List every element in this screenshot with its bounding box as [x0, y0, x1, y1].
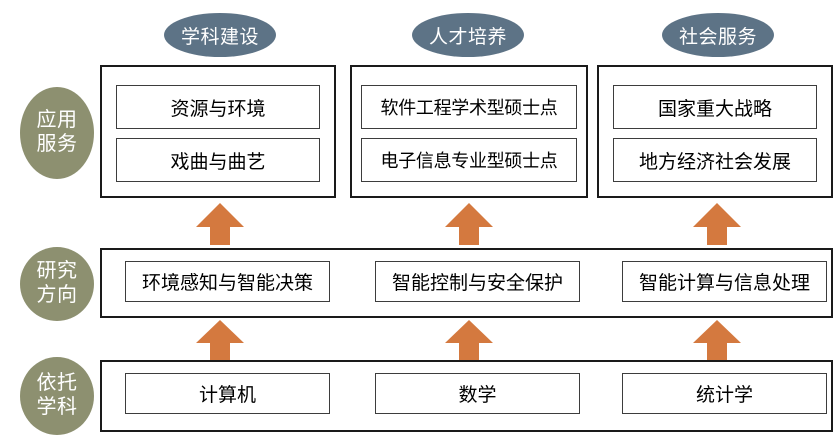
application-service-group-3: 国家重大战略 地方经济社会发展	[597, 65, 833, 198]
item-label: 统计学	[695, 385, 753, 406]
item-label: 智能控制与安全保护	[391, 273, 563, 294]
arrow-up-icon-1	[196, 203, 244, 245]
mission-ellipse-social-service[interactable]: 社会服务	[662, 13, 774, 57]
item-label: 国家重大战略	[657, 98, 772, 120]
research-direction-group: 环境感知与智能决策 智能控制与安全保护 智能计算与信息处理	[100, 248, 833, 318]
research-direction-item[interactable]: 智能计算与信息处理	[622, 261, 827, 302]
supporting-discipline-item[interactable]: 统计学	[622, 373, 827, 414]
arrow-up-icon-6	[693, 320, 741, 360]
application-service-item[interactable]: 国家重大战略	[613, 85, 817, 129]
item-label: 资源与环境	[170, 98, 266, 120]
pillar-label-line1: 依托	[36, 372, 78, 395]
research-direction-item[interactable]: 智能控制与安全保护	[375, 261, 580, 302]
item-label: 地方经济社会发展	[638, 151, 791, 173]
item-label: 软件工程学术型硕士点	[380, 98, 558, 118]
pillar-circle-application-service[interactable]: 应用 服务	[20, 87, 94, 179]
pillar-label-line2: 方向	[36, 284, 78, 306]
mission-label: 人才培养	[428, 26, 507, 48]
pillar-label-line1: 应用	[36, 109, 78, 132]
pillar-label-line2: 服务	[36, 133, 78, 155]
arrow-up-icon-5	[445, 320, 493, 360]
mission-ellipse-discipline-construction[interactable]: 学科建设	[164, 13, 276, 57]
item-label: 计算机	[198, 385, 256, 406]
item-label: 戏曲与曲艺	[170, 151, 266, 173]
pillar-label-line2: 学科	[36, 396, 78, 418]
supporting-discipline-item[interactable]: 计算机	[125, 373, 330, 414]
item-label: 环境感知与智能决策	[141, 273, 313, 294]
pillar-circle-supporting-discipline[interactable]: 依托 学科	[20, 357, 94, 435]
application-service-group-2: 软件工程学术型硕士点 电子信息专业型硕士点	[350, 65, 588, 198]
supporting-discipline-item[interactable]: 数学	[375, 373, 580, 414]
item-label: 电子信息专业型硕士点	[380, 151, 558, 171]
application-service-item[interactable]: 戏曲与曲艺	[116, 138, 320, 182]
application-service-group-1: 资源与环境 戏曲与曲艺	[100, 65, 336, 198]
item-label: 数学	[458, 385, 497, 406]
arrow-up-icon-3	[693, 203, 741, 245]
mission-ellipse-talent-cultivation[interactable]: 人才培养	[412, 13, 524, 57]
arrow-up-icon-2	[445, 203, 493, 245]
supporting-discipline-group: 计算机 数学 统计学	[100, 360, 833, 432]
application-service-item[interactable]: 软件工程学术型硕士点	[361, 85, 577, 129]
pillar-label-line1: 研究	[36, 260, 78, 283]
research-direction-item[interactable]: 环境感知与智能决策	[125, 261, 330, 302]
application-service-item[interactable]: 资源与环境	[116, 85, 320, 129]
application-service-item[interactable]: 电子信息专业型硕士点	[361, 138, 577, 182]
mission-label: 社会服务	[678, 26, 757, 48]
arrow-up-icon-4	[196, 320, 244, 360]
application-service-item[interactable]: 地方经济社会发展	[613, 138, 817, 182]
pillar-circle-research-direction[interactable]: 研究 方向	[20, 247, 94, 321]
mission-label: 学科建设	[180, 26, 259, 48]
item-label: 智能计算与信息处理	[638, 273, 810, 294]
